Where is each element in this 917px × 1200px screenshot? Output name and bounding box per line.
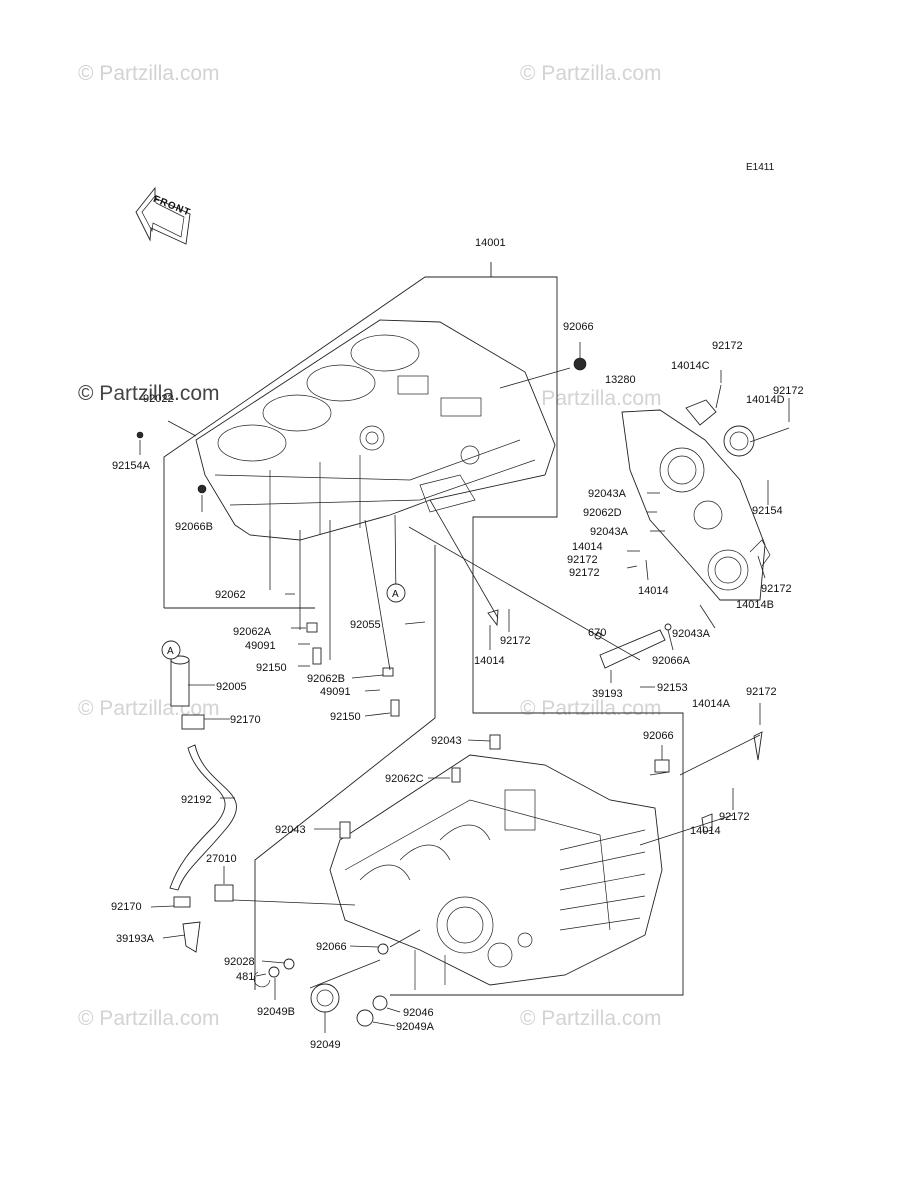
part-label: 13280 xyxy=(605,374,636,386)
cover-13280 xyxy=(621,399,771,601)
watermark: © Partzilla.com xyxy=(520,697,662,720)
part-label: 39193 xyxy=(592,688,623,700)
part-label: 92172 xyxy=(746,686,777,698)
part-label: 92170 xyxy=(230,714,261,726)
callout-a-lower: A xyxy=(161,640,181,660)
part-label: 49091 xyxy=(320,686,351,698)
part-label: 92192 xyxy=(181,794,212,806)
part-label: 92172 xyxy=(569,567,600,579)
part-label: 92028 xyxy=(224,956,255,968)
part-label: 92172 xyxy=(761,583,792,595)
part-label: 670 xyxy=(588,627,606,639)
part-labels: 14001 92066 92172 14014C 13280 92172 140… xyxy=(111,237,804,1051)
front-arrow-icon: FRONT xyxy=(135,186,192,245)
part-label: 14014C xyxy=(671,360,710,372)
part-label: 14014 xyxy=(572,541,603,553)
part-label: 14014 xyxy=(690,825,721,837)
part-label: 92062 xyxy=(215,589,246,601)
watermark: © Partzilla.com xyxy=(78,1007,220,1030)
part-label: 14014 xyxy=(474,655,505,667)
diagram-code: E1411 xyxy=(746,162,775,173)
part-label: 92062C xyxy=(385,773,424,785)
part-label: 92172 xyxy=(773,385,804,397)
part-label: 14014 xyxy=(638,585,669,597)
part-label: 92043A xyxy=(588,488,627,500)
callout-letter: A xyxy=(392,589,399,600)
watermark: © Partzilla.com xyxy=(520,62,662,85)
part-label: 92049B xyxy=(257,1006,295,1018)
watermark: © Partzilla.com xyxy=(78,62,220,85)
watermark: © Partzilla.com xyxy=(520,387,662,410)
small-parts xyxy=(136,357,763,1027)
part-label: 92170 xyxy=(111,901,142,913)
part-label: 27010 xyxy=(206,853,237,865)
part-label: 92066B xyxy=(175,521,213,533)
callout-letter: A xyxy=(167,646,174,657)
part-label: 92043 xyxy=(431,735,462,747)
part-label: 481 xyxy=(236,971,254,983)
part-label: 92066 xyxy=(316,941,347,953)
part-label: 92022 xyxy=(143,393,174,405)
part-label: 92043A xyxy=(590,526,629,538)
part-label: 92154 xyxy=(752,505,783,517)
part-label: 92055 xyxy=(350,619,381,631)
part-label: 92005 xyxy=(216,681,247,693)
lower-crankcase xyxy=(329,754,663,990)
part-label: 92062B xyxy=(307,673,345,685)
part-label: 39193A xyxy=(116,933,155,945)
part-label: 92043 xyxy=(275,824,306,836)
part-label: 92153 xyxy=(657,682,688,694)
part-label: 92172 xyxy=(500,635,531,647)
part-label: 92046 xyxy=(403,1007,434,1019)
part-label: 14014D xyxy=(746,394,785,406)
part-label: 92154A xyxy=(112,460,151,472)
watermark: © Partzilla.com xyxy=(520,1007,662,1030)
watermark-layer: © Partzilla.com © Partzilla.com © Partzi… xyxy=(78,62,662,1030)
part-label: 92062A xyxy=(233,626,272,638)
part-label: 92066 xyxy=(643,730,674,742)
upper-crankcase xyxy=(195,319,556,541)
part-label: 14001 xyxy=(475,237,506,249)
part-label: 14014B xyxy=(736,599,774,611)
part-label: 92066 xyxy=(563,321,594,333)
part-label: 92049 xyxy=(310,1039,341,1051)
part-label: 92150 xyxy=(330,711,361,723)
callout-a-upper: A xyxy=(386,583,406,603)
watermark: © Partzilla.com xyxy=(78,382,220,405)
part-label: 92066A xyxy=(652,655,691,667)
part-label: 49091 xyxy=(245,640,276,652)
part-label: 92150 xyxy=(256,662,287,674)
part-label: 92172 xyxy=(719,811,750,823)
part-label: 92172 xyxy=(712,340,743,352)
part-label: 92062D xyxy=(583,507,622,519)
part-label: 14014A xyxy=(692,698,731,710)
part-label: 92043A xyxy=(672,628,711,640)
part-label: 92172 xyxy=(567,554,598,566)
bracket-frame xyxy=(163,262,684,996)
part-label: 92049A xyxy=(396,1021,435,1033)
